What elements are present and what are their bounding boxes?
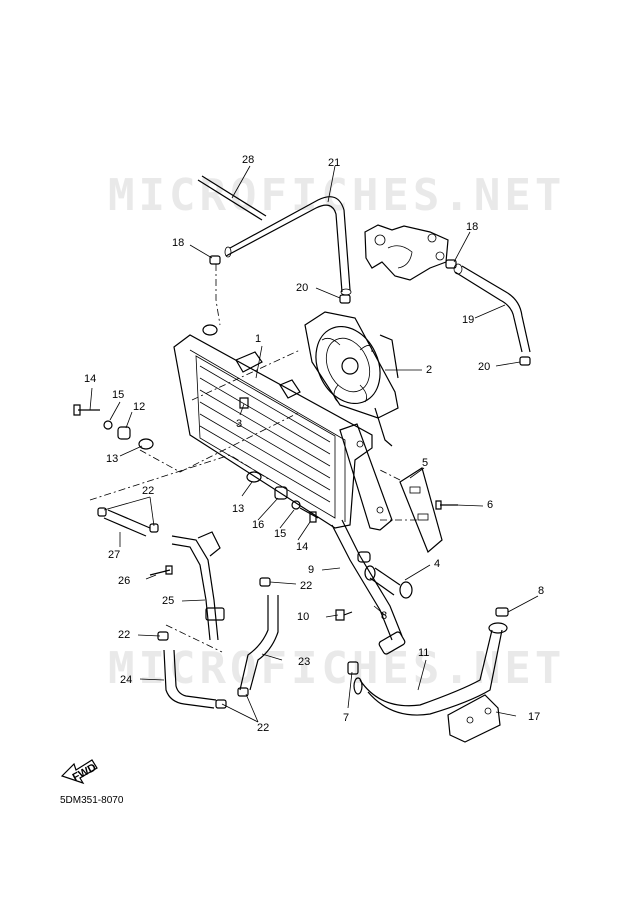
washer-15-left[interactable] xyxy=(103,420,113,430)
watermark-bottom: MICROFICHES.NET xyxy=(108,643,566,694)
callout-27: 27 xyxy=(108,549,120,561)
callout-10: 10 xyxy=(297,611,309,623)
callout-21: 21 xyxy=(328,157,340,169)
hose-4[interactable] xyxy=(357,551,413,599)
dash-line-b xyxy=(139,411,301,473)
callout-3: 3 xyxy=(236,418,242,430)
collar-13-left[interactable] xyxy=(138,438,154,450)
callout-15-right: 15 xyxy=(274,528,286,540)
callout-14-left: 14 xyxy=(84,373,96,385)
callout-14-right: 14 xyxy=(296,541,308,553)
hose-24[interactable] xyxy=(157,631,227,709)
dash-line-f xyxy=(379,469,401,481)
callout-22-bottom: 22 xyxy=(257,722,269,734)
callout-28: 28 xyxy=(242,154,254,166)
bracket-5[interactable] xyxy=(399,467,443,554)
collar-13-right[interactable] xyxy=(246,471,262,483)
grommet-16[interactable] xyxy=(274,486,288,500)
clamp-7[interactable] xyxy=(347,661,359,675)
dash-line-c xyxy=(89,454,271,501)
hose-19[interactable] xyxy=(453,263,531,353)
hose-23[interactable] xyxy=(237,577,279,697)
hose-9[interactable] xyxy=(331,519,406,655)
callout-22-left: 22 xyxy=(118,629,130,641)
pipe-28[interactable] xyxy=(197,175,267,221)
dash-line-g xyxy=(191,349,301,401)
callout-8-lower: 8 xyxy=(381,610,387,622)
bolt-6[interactable] xyxy=(435,500,458,510)
watermark-top: MICROFICHES.NET xyxy=(108,170,566,221)
callout-7: 7 xyxy=(343,712,349,724)
callout-25: 25 xyxy=(162,595,174,607)
pipe-25[interactable] xyxy=(171,531,225,641)
clamp-8-upper[interactable] xyxy=(495,607,509,617)
callout-15-left: 15 xyxy=(112,389,124,401)
dash-line-a xyxy=(215,264,221,326)
bolt-14-left[interactable] xyxy=(73,404,100,416)
callouts: 1 2 3 4 5 6 7 8 8 9 10 11 12 13 13 14 14… xyxy=(84,154,544,734)
callout-16: 16 xyxy=(252,519,264,531)
callout-9: 9 xyxy=(308,564,314,576)
radiator[interactable] xyxy=(173,324,393,531)
clamp-20-lower[interactable] xyxy=(519,356,531,366)
fwd-arrow: FWD xyxy=(60,759,98,785)
callout-4: 4 xyxy=(434,558,440,570)
dash-line-d xyxy=(165,624,223,653)
clamp-20-upper[interactable] xyxy=(339,294,351,304)
bolt-3[interactable] xyxy=(239,397,249,409)
clamp-18-right[interactable] xyxy=(445,259,457,269)
callout-22-top: 22 xyxy=(142,485,154,497)
callout-24: 24 xyxy=(120,674,132,686)
grommet-12[interactable] xyxy=(117,426,131,440)
cooling-fan[interactable] xyxy=(304,311,399,447)
callout-18-left: 18 xyxy=(172,237,184,249)
callout-18-right: 18 xyxy=(466,221,478,233)
leader-lines xyxy=(89,165,539,723)
bolt-14-right[interactable] xyxy=(299,507,319,523)
thermostat-housing[interactable] xyxy=(364,224,449,281)
hose-11[interactable] xyxy=(353,622,508,716)
callout-20-lower: 20 xyxy=(478,361,490,373)
washer-15-right[interactable] xyxy=(291,500,301,510)
callout-22-mid: 22 xyxy=(300,580,312,592)
callout-13-right: 13 xyxy=(232,503,244,515)
hose-27[interactable] xyxy=(97,507,159,537)
callout-8-upper: 8 xyxy=(538,585,544,597)
bolt-26[interactable] xyxy=(149,565,173,576)
callout-17: 17 xyxy=(528,711,540,723)
callout-11: 11 xyxy=(418,647,429,659)
diagram-code: 5DM351-8070 xyxy=(60,795,124,806)
callout-19: 19 xyxy=(462,314,474,326)
clamp-18-left[interactable] xyxy=(209,255,221,265)
hose-21[interactable] xyxy=(224,196,352,296)
callout-2: 2 xyxy=(426,364,432,376)
callout-5: 5 xyxy=(422,457,428,469)
callout-1: 1 xyxy=(255,333,261,345)
callout-26: 26 xyxy=(118,575,130,587)
callout-23: 23 xyxy=(298,656,310,668)
callout-12: 12 xyxy=(133,401,145,413)
callout-20-upper: 20 xyxy=(296,282,308,294)
callout-13-left: 13 xyxy=(106,453,118,465)
bolt-10[interactable] xyxy=(335,609,353,621)
callout-6: 6 xyxy=(487,499,493,511)
cover-17[interactable] xyxy=(447,694,501,743)
